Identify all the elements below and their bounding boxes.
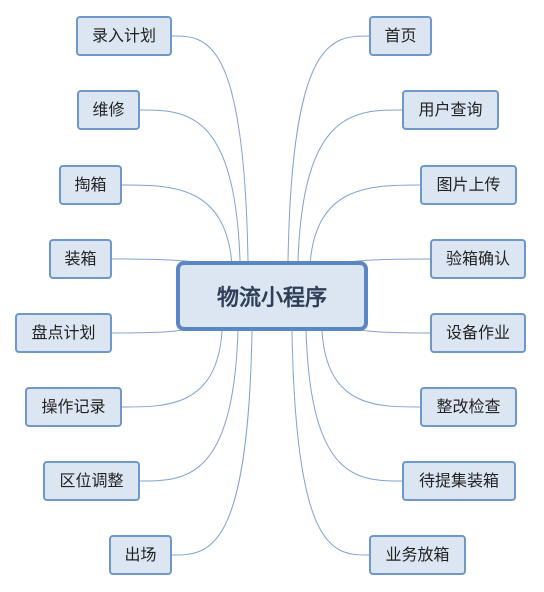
- node-stocktake-plan[interactable]: 盘点计划: [15, 313, 112, 353]
- connector-right-1: [287, 35, 370, 262]
- connector-left-7: [139, 330, 239, 482]
- connector-right-7: [305, 330, 403, 482]
- node-repair[interactable]: 维修: [77, 90, 140, 130]
- node-box-inspection[interactable]: 验箱确认: [430, 239, 526, 279]
- connector-left-1: [171, 35, 249, 262]
- node-operation-log[interactable]: 操作记录: [25, 387, 122, 427]
- connector-left-8: [171, 330, 253, 556]
- node-user-query[interactable]: 用户查询: [402, 90, 499, 130]
- node-unstuffing[interactable]: 掏箱: [59, 165, 122, 205]
- connector-right-3: [309, 184, 421, 266]
- node-rectify-check[interactable]: 整改检查: [420, 387, 517, 427]
- node-home[interactable]: 首页: [369, 16, 432, 56]
- node-location-adjust[interactable]: 区位调整: [43, 461, 140, 501]
- node-equipment-work[interactable]: 设备作业: [430, 313, 526, 353]
- connector-left-6: [121, 330, 223, 408]
- node-exit-yard[interactable]: 出场: [109, 535, 172, 575]
- node-entry-plan[interactable]: 录入计划: [76, 16, 172, 56]
- connector-right-6: [321, 330, 421, 408]
- node-stuffing[interactable]: 装箱: [49, 239, 112, 279]
- node-pending-containers[interactable]: 待提集装箱: [402, 461, 516, 501]
- node-release-box[interactable]: 业务放箱: [369, 535, 466, 575]
- node-image-upload[interactable]: 图片上传: [420, 165, 517, 205]
- connector-left-3: [121, 184, 233, 267]
- central-topic: 物流小程序: [176, 261, 368, 331]
- connector-right-2: [297, 109, 403, 262]
- connector-left-2: [139, 109, 241, 262]
- connector-right-8: [291, 330, 370, 556]
